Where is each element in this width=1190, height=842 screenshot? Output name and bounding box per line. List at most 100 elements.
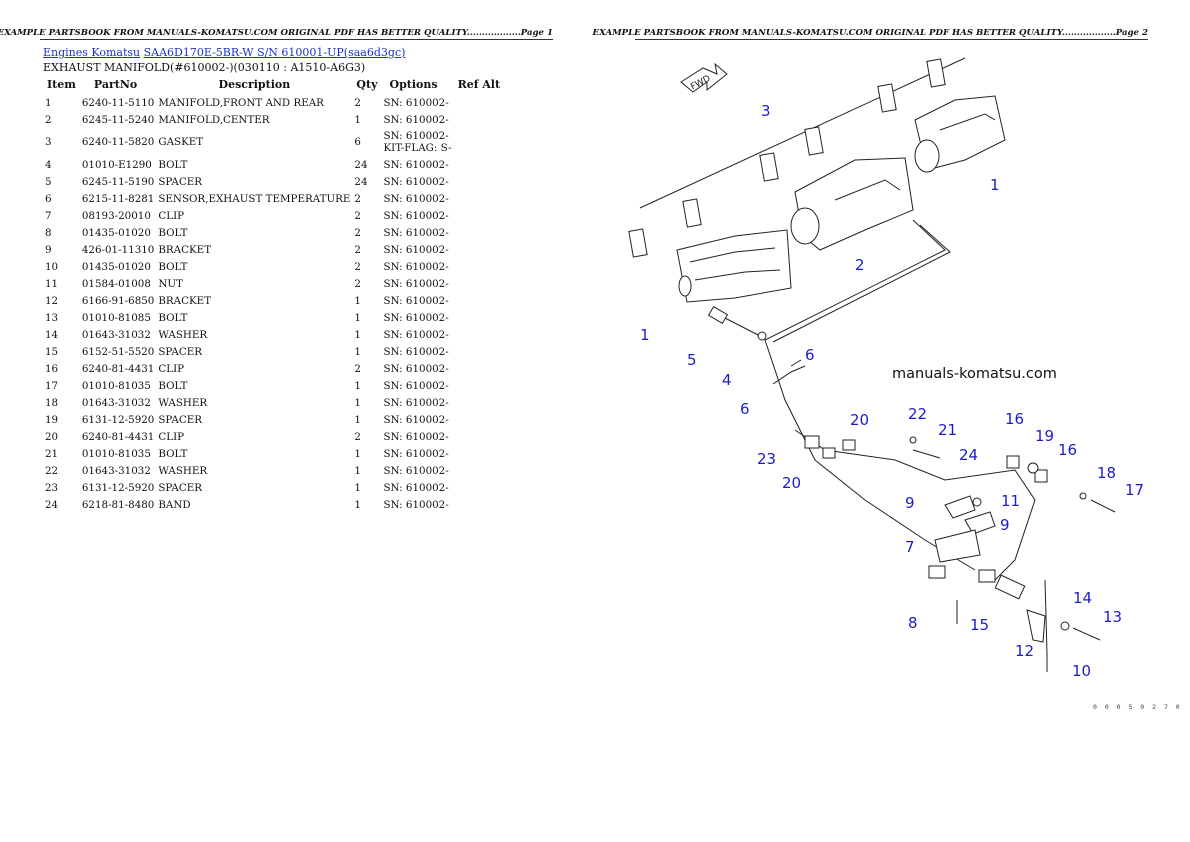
cell-description: BRACKET — [158, 243, 212, 256]
cell-qty: 24 — [354, 175, 368, 188]
col-description: Description — [218, 78, 291, 91]
option-sn: SN: 610002- — [383, 209, 449, 222]
breadcrumb: Engines Komatsu SAA6D170E-5BR-W S/N 6100… — [43, 46, 405, 59]
cell-options: SN: 610002- — [381, 241, 453, 258]
sensor-a — [772, 365, 806, 385]
cell-partno: 6245-11-5240 — [81, 113, 155, 126]
callout-22: 22 — [908, 405, 927, 423]
callout-10: 10 — [1072, 662, 1091, 680]
col-qty: Qty — [356, 78, 378, 91]
cell-item: 4 — [45, 158, 52, 171]
callout-3: 3 — [761, 102, 771, 120]
option-sn: SN: 610002- — [383, 498, 449, 511]
cell-description: WASHER — [158, 328, 208, 341]
cell-partno: 6240-11-5110 — [81, 96, 155, 109]
cell-qty: 2 — [354, 209, 361, 222]
cell-qty: 1 — [354, 464, 361, 477]
cell-refalt — [454, 343, 505, 360]
option-sn: SN: 610002- — [383, 396, 449, 409]
cell-options: SN: 610002- — [381, 496, 453, 513]
cell-item: 12 — [45, 294, 59, 307]
cell-options: SN: 610002- — [381, 173, 453, 190]
callout-6b: 6 — [740, 400, 750, 418]
cell-qty: 1 — [354, 413, 361, 426]
cell-refalt — [454, 292, 505, 309]
option-sn: SN: 610002- — [383, 413, 449, 426]
cell-options: SN: 610002- — [381, 292, 453, 309]
breadcrumb-link-model[interactable]: SAA6D170E-5BR-W S/N 610001-UP(saa6d3gc) — [143, 46, 406, 59]
page-2: EXAMPLE PARTSBOOK FROM MANUALS-KOMATSU.C… — [592, 0, 1190, 842]
col-refalt: Ref Alt — [457, 78, 501, 91]
callout-1b: 1 — [640, 326, 650, 344]
cell-refalt — [454, 360, 505, 377]
bolt-21 — [912, 449, 941, 459]
manifold-rear — [914, 95, 1006, 173]
cell-item: 20 — [45, 430, 59, 443]
cell-item: 6 — [45, 192, 52, 205]
cell-partno: 01643-31032 — [81, 328, 151, 341]
clip-20 — [822, 447, 836, 459]
section-title: EXHAUST MANIFOLD(#610002-)(030110 : A151… — [43, 61, 366, 74]
cell-description: CLIP — [158, 362, 185, 375]
option-sn: SN: 610002- — [383, 226, 449, 239]
callout-2: 2 — [855, 256, 865, 274]
cell-qty: 1 — [354, 345, 361, 358]
breadcrumb-link-engines[interactable]: Engines Komatsu — [43, 46, 141, 59]
cell-item: 24 — [45, 498, 59, 511]
cell-partno: 01643-31032 — [81, 464, 151, 477]
option-sn: SN: 610002- — [383, 96, 449, 109]
cell-refalt — [454, 309, 505, 326]
cell-description: SPACER — [158, 345, 202, 358]
cell-item: 8 — [45, 226, 52, 239]
option-sn: SN: 610002- — [383, 175, 449, 188]
cell-options: SN: 610002- — [381, 258, 453, 275]
cell-options: SN: 610002- — [381, 343, 453, 360]
option-sn: SN: 610002- — [383, 192, 449, 205]
cell-qty: 1 — [354, 379, 361, 392]
cell-options: SN: 610002- — [381, 309, 453, 326]
cell-qty: 2 — [354, 260, 361, 273]
col-item: Item — [47, 78, 76, 91]
page-header-text: EXAMPLE PARTSBOOK FROM MANUALS-KOMATSU.C… — [592, 28, 1148, 38]
option-sn: SN: 610002- — [383, 243, 449, 256]
cell-description: BOLT — [158, 311, 188, 324]
option-sn: SN: 610002- — [383, 311, 449, 324]
callout-21: 21 — [938, 421, 957, 439]
manifold-front — [676, 229, 792, 303]
figure-code: 0 0 0 5 0 2 7 0 — [1093, 703, 1182, 711]
cell-item: 19 — [45, 413, 59, 426]
connector-a — [928, 565, 946, 579]
cell-qty: 2 — [354, 277, 361, 290]
cell-qty: 2 — [354, 226, 361, 239]
cell-description: MANIFOLD,CENTER — [158, 113, 270, 126]
callout-20b: 20 — [782, 474, 801, 492]
exploded-parts-diagram: FWD — [628, 57, 1144, 680]
cell-refalt — [454, 156, 505, 173]
cell-qty: 2 — [354, 362, 361, 375]
parts-table: Item PartNo Description Qty Options Ref … — [43, 77, 504, 513]
callout-8: 8 — [908, 614, 918, 632]
page-header-text: EXAMPLE PARTSBOOK FROM MANUALS-KOMATSU.C… — [0, 28, 553, 38]
callout-14: 14 — [1073, 589, 1092, 607]
callout-24: 24 — [959, 446, 978, 464]
cell-description: SPACER — [158, 413, 202, 426]
bolt-17 — [1090, 499, 1116, 513]
clip-16b — [1034, 469, 1048, 483]
cell-description: SENSOR,EXHAUST TEMPERATURE — [158, 192, 351, 205]
option-sn: SN: 610002- — [383, 294, 449, 307]
cell-description: BRACKET — [158, 294, 212, 307]
cell-options: SN: 610002- — [381, 111, 453, 128]
cell-options: SN: 610002- — [381, 156, 453, 173]
cell-partno: 01435-01020 — [81, 226, 151, 239]
cell-item: 14 — [45, 328, 59, 341]
cell-description: CLIP — [158, 430, 185, 443]
clip-16 — [1006, 455, 1020, 469]
washer-14 — [1060, 621, 1070, 631]
